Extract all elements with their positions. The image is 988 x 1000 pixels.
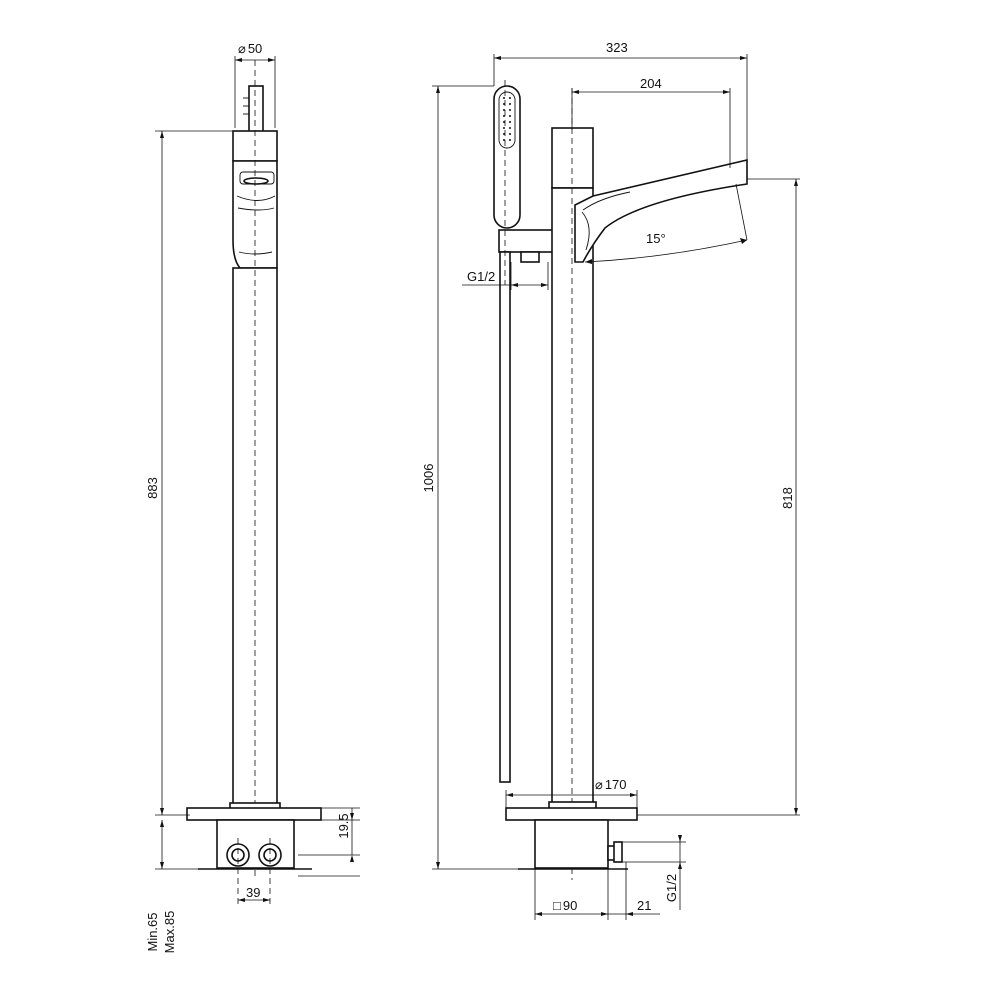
side-height-label: 883 [145,477,160,499]
side-flange [186,807,322,821]
front-base-body [534,819,609,869]
front-spout-label: 204 [640,76,662,91]
side-depth-label: 19.5 [336,813,351,838]
front-thread-top-label: G1/2 [467,269,495,284]
front-offset-label: 21 [637,898,651,913]
front-shower-holder [498,229,560,253]
side-spacing-label: 39 [246,885,260,900]
front-total-height-label: 1006 [421,464,436,493]
side-base-body [216,819,295,869]
front-spout-height-label: 818 [780,487,795,509]
front-view: 323 204 15° G1/2 1006 818 [421,40,800,920]
front-hose [499,251,511,783]
side-shower-stub [248,85,264,133]
front-column [551,187,594,804]
front-angle-label: 15° [646,231,666,246]
side-min-label: Min.65 [145,912,160,951]
side-max-label: Max.85 [162,911,177,954]
side-diameter-label: ⌀50 [238,41,262,56]
side-view: ⌀50 883 Min.65 Max.85 39 19.5 [145,41,360,953]
front-spray-nozzles [503,97,511,141]
front-upper-body [551,127,594,189]
front-width-label: 323 [606,40,628,55]
front-base-diameter-label: ⌀170 [595,777,627,792]
front-thread-bottom-label: G1/2 [664,874,679,902]
front-square-label: □90 [553,898,577,913]
front-spout [574,158,748,263]
front-flange [505,807,638,821]
front-hand-shower [493,85,521,229]
